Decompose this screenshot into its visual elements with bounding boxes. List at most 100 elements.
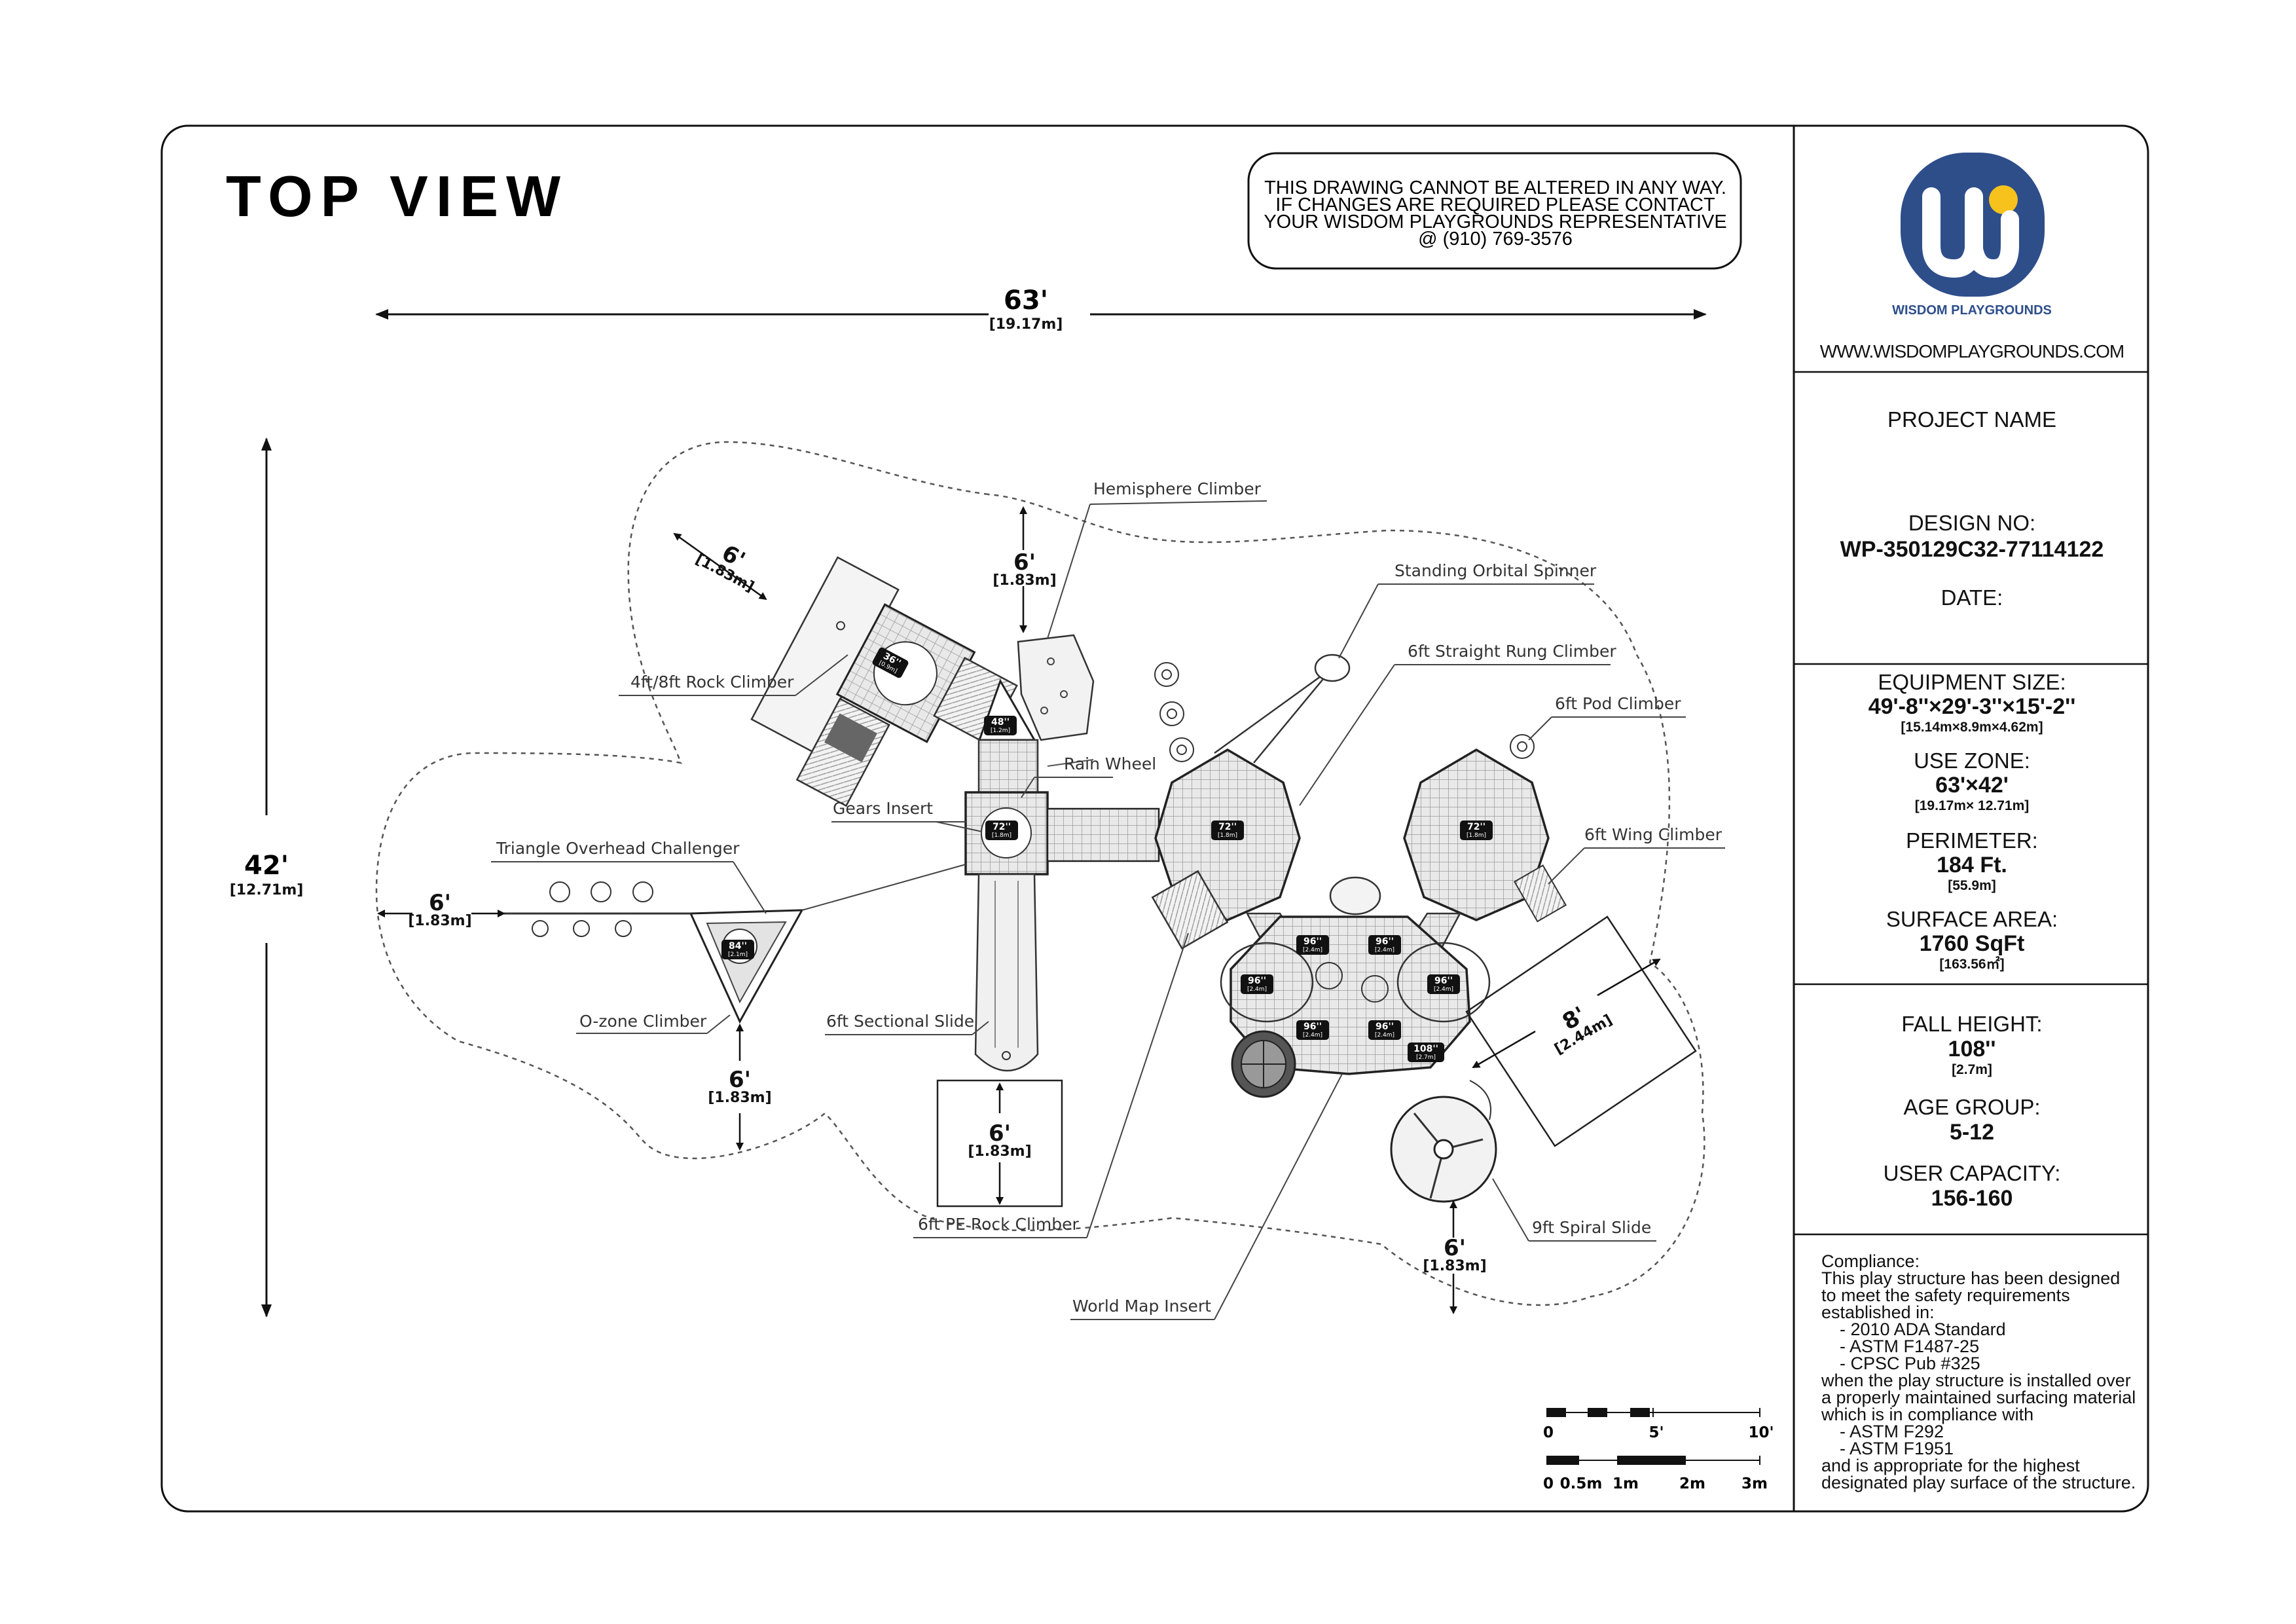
tag-48: 48''	[991, 717, 1010, 728]
tag-96-c: 96''	[1248, 976, 1266, 986]
scale-metric-1: 1m	[1613, 1475, 1639, 1492]
scale-metric-05: 0.5m	[1560, 1475, 1603, 1492]
age-group-value: 5-12	[1950, 1120, 1994, 1145]
clearance-ozone: 6'	[729, 1067, 751, 1093]
compliance-line-9: a properly maintained surfacing material	[1821, 1388, 2136, 1407]
surface-area-value: 1760 SqFt	[1920, 931, 2025, 956]
compliance-line-3: to meet the safety requirements	[1821, 1285, 2070, 1305]
tag-84: 84''	[729, 941, 747, 951]
date-label: DATE:	[1941, 585, 2003, 610]
compliance-line-8: when the play structure is installed ove…	[1821, 1371, 2131, 1390]
compliance-line-1: Compliance:	[1821, 1251, 1920, 1271]
perimeter-metric: [55.9m]	[1948, 878, 1996, 893]
world-map-dome	[1329, 876, 1381, 915]
component-labels	[491, 500, 1725, 1320]
tag-108: 108''	[1413, 1044, 1438, 1054]
wing-climber	[1513, 864, 1567, 923]
bridge	[1046, 807, 1160, 862]
label-triangle-challenger: Triangle Overhead Challenger	[496, 839, 740, 858]
equipment-size-value: 49'-8''×29'-3''×15'-2''	[1868, 694, 2076, 719]
notice-line-3: YOUR WISDOM PLAYGROUNDS REPRESENTATIVE	[1264, 212, 1726, 232]
tag-96-a: 96''	[1303, 936, 1322, 947]
clearance-top-metric: [1.83m]	[993, 572, 1056, 589]
fall-height-label: FALL HEIGHT:	[1901, 1012, 2042, 1036]
perimeter-label: PERIMETER:	[1906, 828, 2038, 853]
clearance-spiral: 6'	[1444, 1235, 1466, 1261]
clearance-left-metric: [1.83m]	[408, 913, 471, 929]
label-orbital-spinner: Standing Orbital Spinner	[1394, 561, 1597, 580]
page-title: TOP VIEW	[226, 164, 568, 229]
sheet-border	[160, 124, 2149, 1513]
brand-name: WISDOM PLAYGROUNDS	[1892, 303, 2052, 318]
compliance-line-4: established in:	[1821, 1302, 1935, 1322]
project-name-label: PROJECT NAME	[1887, 407, 2056, 432]
compliance-line-6: - ASTM F1487-25	[1840, 1337, 1979, 1356]
overall-depth-label: 42'	[244, 851, 289, 881]
compliance-notes: Compliance: This play structure has been…	[1821, 1251, 2136, 1492]
tag-96-e-metric: [2.4m]	[1303, 1032, 1322, 1039]
scale-metric-3: 3m	[1741, 1475, 1768, 1492]
tag-72-left-metric: [1.8m]	[992, 832, 1011, 839]
use-zone-boundary	[375, 441, 1705, 1306]
tag-72-right-metric: [1.8m]	[1467, 832, 1486, 839]
pod-climber	[1510, 734, 1535, 759]
slide-exit-zone-rotated	[1465, 915, 1697, 1147]
overall-width-metric: [19.17m]	[989, 316, 1063, 333]
age-group-label: AGE GROUP:	[1903, 1095, 2040, 1119]
tag-96-f-metric: [2.4m]	[1375, 1032, 1394, 1039]
label-pod-climber: 6ft Pod Climber	[1555, 694, 1681, 713]
notice-box: THIS DRAWING CANNOT BE ALTERED IN ANY WA…	[1247, 152, 1742, 270]
use-zone-value: 63'×42'	[1935, 773, 2009, 798]
tag-96-b-metric: [2.4m]	[1375, 947, 1394, 953]
compliance-line-11: - ASTM F292	[1840, 1422, 1944, 1441]
scale-bar-imperial: 0 5' 10'	[1543, 1408, 1774, 1441]
spiral-slide	[1390, 1080, 1497, 1203]
clearance-ozone-metric: [1.83m]	[708, 1090, 771, 1106]
compliance-line-13: and is appropriate for the highest	[1821, 1456, 2080, 1475]
compliance-line-12: - ASTM F1951	[1840, 1439, 1954, 1458]
clearance-top: 6'	[1013, 549, 1036, 576]
user-capacity-value: 156-160	[1931, 1186, 2013, 1211]
scale-metric-0: 0	[1543, 1475, 1554, 1492]
scale-imperial-5: 5'	[1649, 1424, 1664, 1441]
clearance-slide-metric: [1.83m]	[968, 1143, 1031, 1160]
orbital-spinner	[1314, 654, 1351, 682]
compliance-line-5: - 2010 ADA Standard	[1840, 1320, 2006, 1339]
overall-depth-dimension: 42' [12.71m]	[230, 437, 304, 1318]
notice-line-1: THIS DRAWING CANNOT BE ALTERED IN ANY WA…	[1264, 177, 1726, 198]
tag-96-a-metric: [2.4m]	[1303, 947, 1322, 953]
label-rock-climber: 4ft/8ft Rock Climber	[630, 673, 794, 692]
scale-imperial-10: 10'	[1748, 1424, 1774, 1441]
label-gears-insert: Gears Insert	[833, 799, 933, 818]
scale-imperial-0: 0	[1543, 1424, 1554, 1441]
compliance-line-10: which is in compliance with	[1821, 1405, 2033, 1424]
clearance-slide: 6'	[989, 1120, 1011, 1147]
label-world-map: World Map Insert	[1072, 1297, 1211, 1316]
slide-exit-zone	[936, 1079, 1063, 1208]
design-no-value: WP-350129C32-77114122	[1840, 537, 2104, 562]
label-wing-climber: 6ft Wing Climber	[1584, 825, 1722, 844]
label-hemisphere-climber: Hemisphere Climber	[1093, 479, 1262, 498]
overall-width-dimension: 63' [19.17m]	[375, 286, 1707, 333]
fall-height-metric: [2.7m]	[1952, 1062, 1992, 1077]
brand-logo: WISDOM PLAYGROUNDS WWW.WISDOMPLAYGROUNDS…	[1820, 153, 2124, 361]
label-rain-wheel: Rain Wheel	[1064, 754, 1156, 773]
equipment-size-label: EQUIPMENT SIZE:	[1878, 670, 2066, 694]
brand-website: WWW.WISDOMPLAYGROUNDS.COM	[1820, 341, 2124, 361]
pe-rock-climber	[1151, 870, 1229, 950]
use-zone-metric: [19.17m× 12.71m]	[1915, 798, 2030, 813]
label-straight-rung: 6ft Straight Rung Climber	[1408, 642, 1616, 661]
label-sectional-slide: 6ft Sectional Slide	[826, 1012, 974, 1031]
deck-tags: 36'' [0.9m] 48'' [1.2m] 72'' [1.8m] 72''…	[721, 647, 1493, 1062]
use-zone-label: USE ZONE:	[1914, 748, 2030, 773]
scale-bar-metric: 0 0.5m 1m 2m 3m	[1543, 1456, 1768, 1492]
tag-96-d-metric: [2.4m]	[1434, 986, 1453, 993]
tube-slide	[1231, 1030, 1296, 1098]
tag-48-metric: [1.2m]	[991, 728, 1010, 734]
design-no-label: DESIGN NO:	[1908, 511, 2035, 535]
tag-72-center: 72''	[1218, 822, 1237, 832]
compliance-line-2: This play structure has been designed	[1821, 1268, 2120, 1288]
rain-wheel-spinners	[1154, 662, 1194, 762]
sectional-slide	[974, 873, 1039, 1072]
overall-depth-metric: [12.71m]	[230, 882, 304, 898]
